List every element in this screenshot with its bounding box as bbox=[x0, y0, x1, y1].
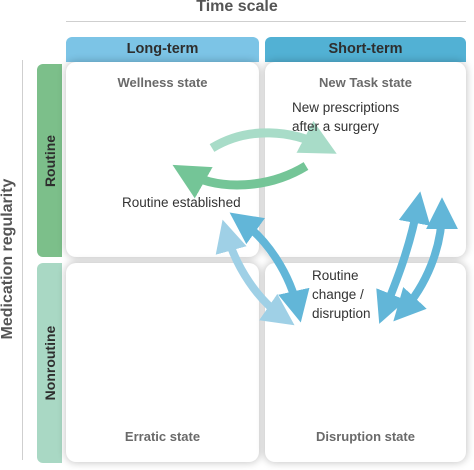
time-scale-title: Time scale bbox=[196, 0, 278, 15]
note-routine-change-line-1: Routine bbox=[312, 268, 359, 283]
column-header-short-term: Short-term bbox=[265, 37, 466, 62]
note-new-prescriptions: New prescriptions after a surgery bbox=[292, 98, 399, 136]
quadrant-new-task bbox=[265, 62, 466, 257]
state-title-erratic: Erratic state bbox=[124, 429, 201, 444]
row-label-routine: Routine bbox=[41, 134, 58, 187]
note-routine-change-line-3: disruption bbox=[312, 306, 371, 321]
medication-regularity-rule bbox=[22, 60, 23, 460]
note-new-prescriptions-line-1: New prescriptions bbox=[292, 100, 400, 115]
quadrant-wellness bbox=[66, 62, 259, 257]
row-header-nonroutine: Nonroutine bbox=[37, 263, 62, 463]
row-label-nonroutine: Nonroutine bbox=[41, 325, 58, 401]
time-scale-rule bbox=[66, 21, 466, 22]
state-title-new-task: New Task state bbox=[319, 75, 412, 90]
note-routine-change: Routine change / disruption bbox=[312, 266, 371, 323]
note-new-prescriptions-line-2: after a surgery bbox=[292, 119, 380, 134]
state-title-wellness: Wellness state bbox=[117, 75, 208, 90]
column-header-long-term: Long-term bbox=[66, 37, 259, 62]
note-routine-change-line-2: change / bbox=[312, 287, 364, 302]
row-header-routine: Routine bbox=[37, 64, 62, 257]
state-title-disruption: Disruption state bbox=[316, 429, 415, 444]
note-routine-established: Routine established bbox=[122, 195, 241, 210]
medication-regularity-title: Medication regularity bbox=[0, 178, 16, 340]
